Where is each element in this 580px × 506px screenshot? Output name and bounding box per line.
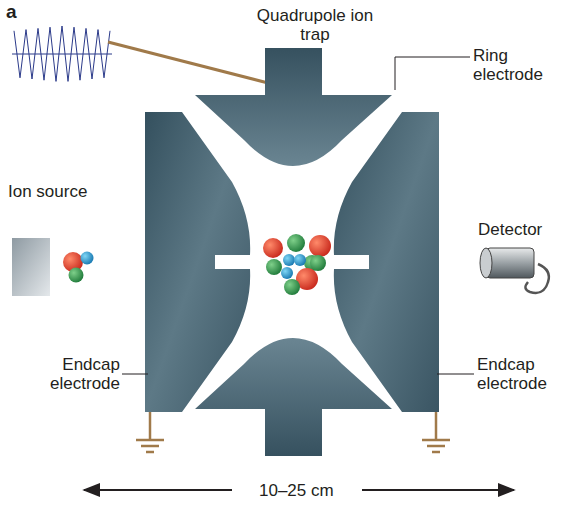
part-name: Quadrupole ion trap	[250, 6, 380, 44]
part-name: Endcap electrode	[30, 355, 120, 393]
dimension-label: 10–25 cm	[253, 481, 340, 500]
part-name: Ion source	[8, 182, 88, 201]
part-name: Detector	[478, 220, 576, 239]
panel-letter: a	[6, 2, 36, 21]
part-name: Endcap electrode	[477, 355, 577, 393]
part-name: Ring electrode	[473, 46, 577, 84]
